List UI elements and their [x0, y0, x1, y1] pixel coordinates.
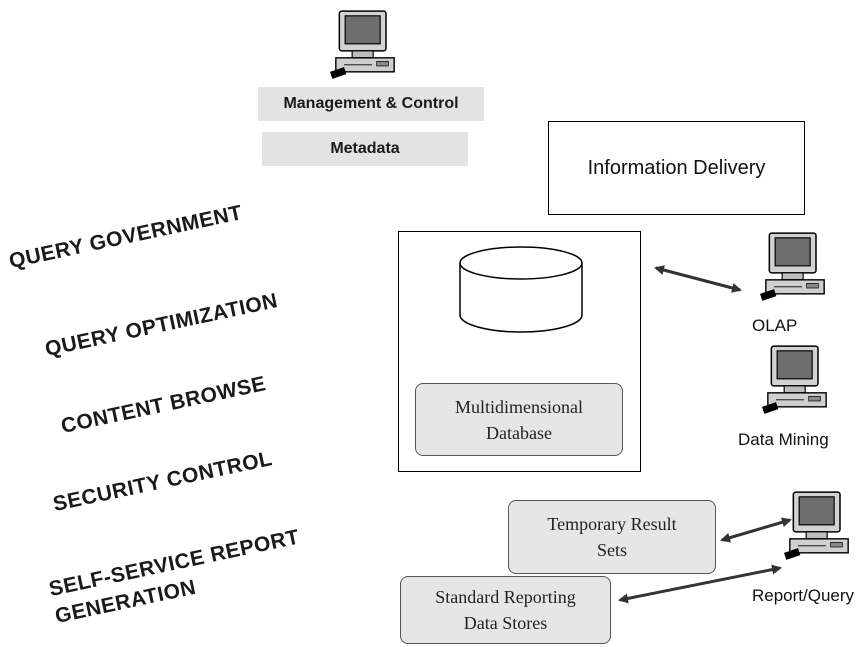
temporary-result-line2: Sets: [596, 540, 627, 560]
information-delivery-box: Information Delivery: [548, 121, 805, 215]
double-headed-arrow-icon: [618, 564, 782, 604]
standard-reporting-line1: Standard Reporting: [435, 587, 576, 607]
double-headed-arrow-icon: [654, 265, 742, 293]
database-label-line1: Multidimensional: [455, 396, 583, 417]
standard-reporting-data-stores-box: Standard Reporting Data Stores: [400, 576, 611, 644]
data-mining-label: Data Mining: [738, 430, 829, 449]
standard-reporting-line2: Data Stores: [463, 613, 548, 633]
olap-label: OLAP: [752, 316, 798, 335]
temporary-result-line1: Temporary Result: [547, 514, 677, 534]
database-label-line2: Database: [486, 422, 552, 443]
database-cylinder-icon: [459, 246, 583, 333]
multidimensional-database-box: Multidimensional Database: [415, 383, 623, 456]
temporary-result-sets-box: Temporary Result Sets: [508, 500, 716, 574]
management-control-bar: Management & Control: [258, 87, 484, 121]
double-headed-arrow-icon: [720, 517, 792, 543]
metadata-bar: Metadata: [262, 132, 468, 166]
